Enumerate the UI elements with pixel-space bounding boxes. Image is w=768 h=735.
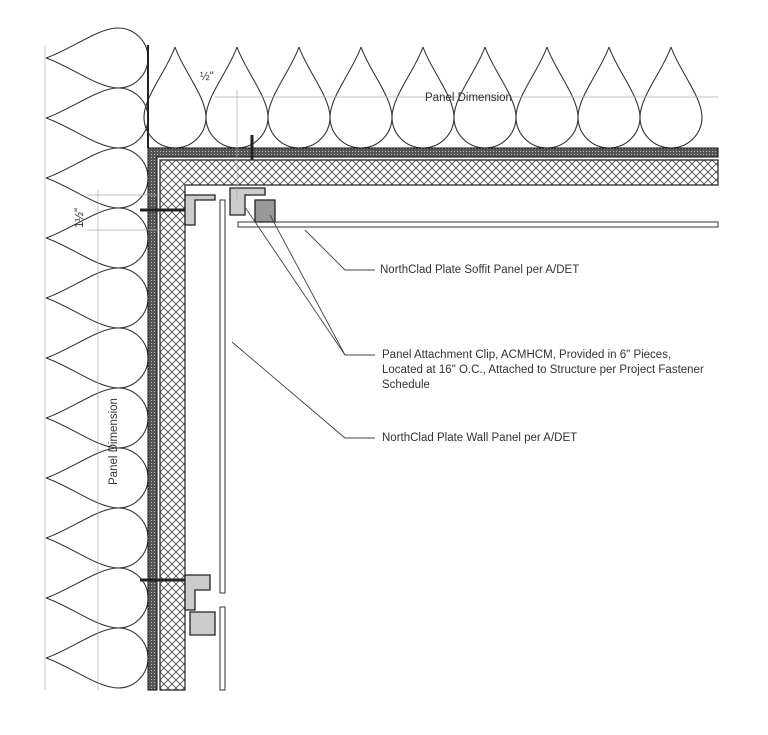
- leader-lines: [231, 206, 375, 439]
- insulation-scallop: [45, 387, 149, 449]
- wall-panel-lower: [219, 606, 226, 691]
- sheathing-band: [147, 147, 719, 691]
- insulation-scallop: [143, 46, 207, 149]
- left-panel-dimension-label: Panel Dimension: [108, 398, 120, 485]
- wall-panel-callout: NorthClad Plate Wall Panel per A/DET: [382, 432, 578, 444]
- insulation-scallop: [45, 627, 149, 689]
- insulation-scallop: [45, 27, 149, 89]
- insulation-scallop: [577, 46, 641, 149]
- insulation-scallop: [45, 567, 149, 629]
- insulation-scallop: [45, 507, 149, 569]
- left-offset-label: 1½": [74, 208, 86, 228]
- left-batt-insulation: [45, 27, 149, 689]
- dimension-lines: [87, 90, 718, 690]
- rigid-insulation-board: [159, 159, 719, 691]
- insulation-scallop: [515, 46, 579, 149]
- insulation-scallop: [45, 447, 149, 509]
- insulation-scallop: [45, 267, 149, 329]
- soffit-panel-callout: NorthClad Plate Soffit Panel per A/DET: [380, 264, 580, 276]
- attachment-clips: [140, 135, 276, 636]
- attachment-clip-line-2: Located at 16" O.C., Attached to Structu…: [382, 364, 704, 376]
- attachment-clip-line-1: Panel Attachment Clip, ACMHCM, Provided …: [382, 349, 672, 361]
- top-panel-dimension-label: Panel Dimension: [425, 92, 512, 104]
- soffit-panel: [237, 221, 719, 228]
- attachment-clip-line-3: Schedule: [382, 379, 430, 391]
- wall-panel-upper: [219, 199, 226, 594]
- insulation-scallop: [45, 327, 149, 389]
- attachment-clip-callout: Panel Attachment Clip, ACMHCM, Provided …: [382, 348, 704, 393]
- insulation-scallop: [267, 46, 331, 149]
- insulation-scallop: [45, 87, 149, 149]
- top-batt-insulation: [143, 46, 703, 149]
- insulation-scallop: [329, 46, 393, 149]
- top-offset-label: ½": [200, 71, 214, 83]
- insulation-scallop: [45, 207, 149, 269]
- insulation-scallop: [45, 147, 149, 209]
- insulation-scallop: [639, 46, 703, 149]
